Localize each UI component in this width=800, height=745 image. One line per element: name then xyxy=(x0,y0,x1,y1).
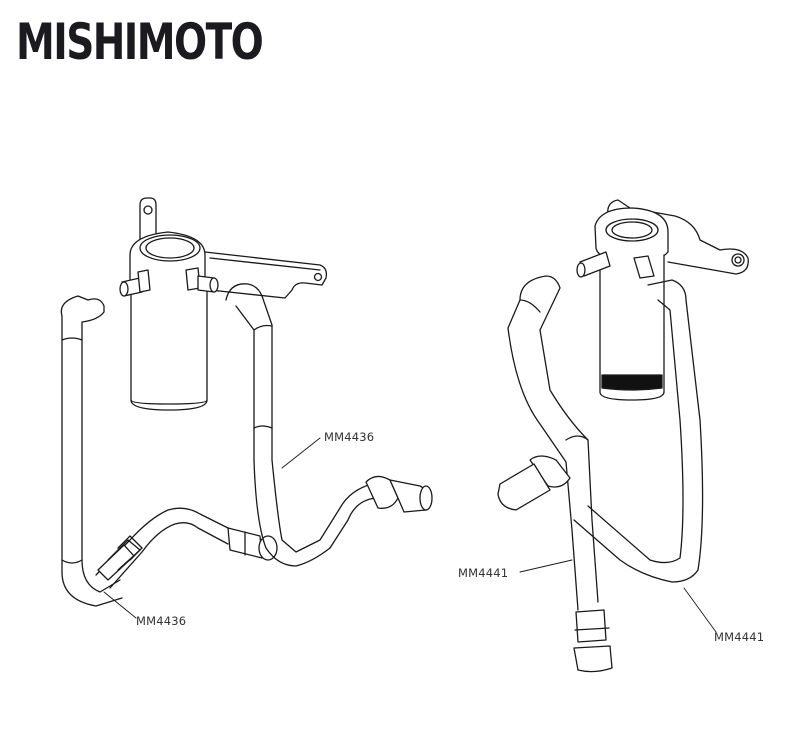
left-catch-can-assembly xyxy=(60,197,433,619)
callout-mm4441-right: MM4441 xyxy=(714,630,765,644)
callout-mm4436-lower: MM4436 xyxy=(136,614,187,628)
mishimoto-logo: MISHIMOTO xyxy=(16,13,264,71)
callout-mm4436-upper: MM4436 xyxy=(324,430,375,444)
left-lower-end-fitting xyxy=(227,527,278,561)
out-port-fitting xyxy=(119,269,151,297)
in-port-fitting xyxy=(185,267,219,293)
right-end-fitting xyxy=(365,475,433,513)
right-catch-can-assembly xyxy=(497,199,749,673)
right-bottom-fitting xyxy=(573,609,613,673)
left-lower-fittings xyxy=(97,535,143,581)
right-angled-fitting xyxy=(497,455,571,511)
callout-mm4441-left: MM4441 xyxy=(458,566,509,580)
